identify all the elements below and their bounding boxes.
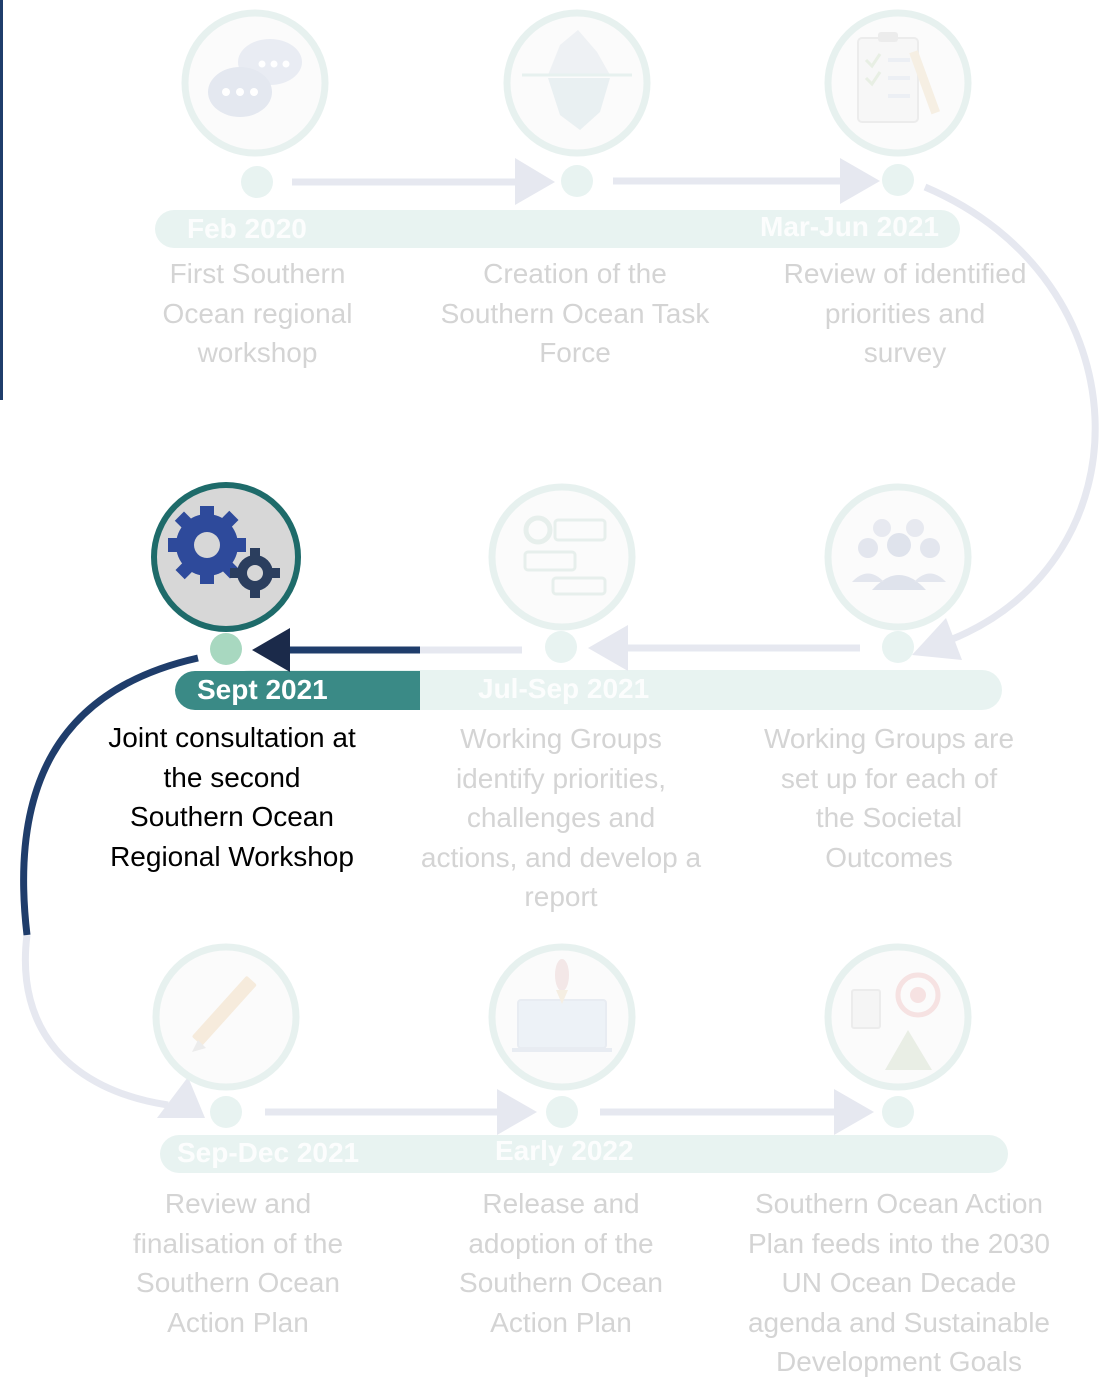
date-sept-2021: Sept 2021 [197,674,328,705]
row3-bar [160,1135,1008,1173]
step-label-s7: Review and finalisation of the Southern … [132,1188,344,1338]
step-label-s3: Review of identified priorities and surv… [783,258,1027,368]
pencil-icon [152,943,300,1091]
dot-s4 [882,631,914,663]
arrow2-head [840,158,880,204]
step-label-s2: Creation of the Southern Ocean Task Forc… [440,258,710,368]
dot-s3 [882,164,914,196]
step-label-s4: Working Groups are set up for each of th… [763,723,1015,873]
step-label-s6: Joint consultation at the second Souther… [108,722,356,872]
curve-row1-row2 [923,183,1099,644]
gears-icon [151,482,301,632]
arrow3-head [588,625,628,671]
date-early-2022: Early 2022 [495,1135,634,1166]
left-accent-bar [0,0,3,400]
step-label-s5: Working Groups identify priorities, chal… [420,723,702,912]
dot-s9 [882,1096,914,1128]
dot-s6 [210,633,242,665]
curve-active [20,654,199,936]
rocket-launch-icon [488,943,636,1091]
dot-s1 [241,166,273,198]
dot-s2 [561,165,593,197]
dot-s5 [545,631,577,663]
step-label-s8: Release and adoption of the Southern Oce… [459,1188,663,1338]
iceberg-icon [503,9,651,157]
row1-bar [155,210,960,248]
dot-s8 [546,1096,578,1128]
step-label-s9: Southern Ocean Action Plan feeds into th… [747,1188,1051,1377]
step-label-s1: First Southern Ocean regional workshop [162,258,353,368]
date-feb-2020: Feb 2020 [187,213,307,244]
chat-bubbles-icon [181,9,329,157]
row2-active-bar [175,671,420,710]
row2-bar [230,670,1002,710]
curve-row2-row3-arrowhead [157,1077,205,1118]
checklist-icon [824,9,972,157]
curve-row1-row2-arrowhead [912,618,962,660]
workflow-icon [488,483,636,631]
date-mar-jun-2021: Mar-Jun 2021 [760,211,939,242]
date-jul-sep-2021: Jul-Sep 2021 [478,673,650,704]
date-sep-dec-2021: Sep-Dec 2021 [177,1137,360,1168]
people-group-icon [824,483,972,631]
arrow6-head [834,1089,874,1135]
arrow5-head [497,1089,537,1135]
dot-s7 [210,1096,242,1128]
target-mountain-icon [824,943,972,1091]
arrow1-head [515,158,555,205]
curve-row2-row3 [22,934,169,1109]
arrow4-head [252,628,290,672]
